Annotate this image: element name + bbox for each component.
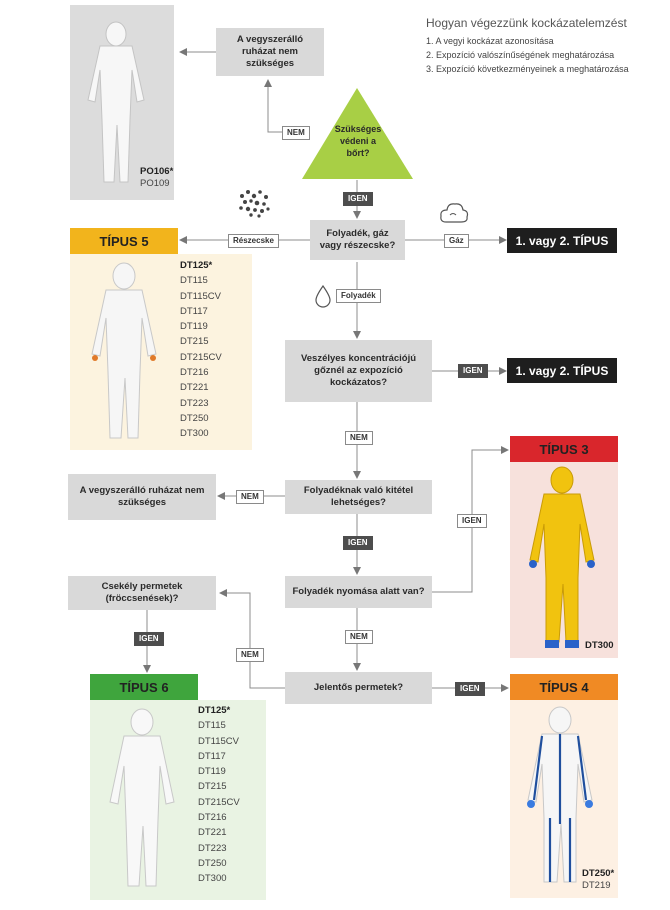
type4-model: DT219 xyxy=(582,880,611,891)
type6-model: DT115 xyxy=(198,720,226,732)
type6-model: DT215CV xyxy=(198,796,240,808)
po-models: PO106* PO109 xyxy=(140,166,173,190)
gas-cloud-icon xyxy=(440,203,469,223)
type6-panel xyxy=(90,700,266,900)
not-needed-top-box: A vegyszerálló ruházat nem szükséges xyxy=(216,28,324,76)
info-step-2: 2. Expozíció valószínűségének meghatároz… xyxy=(426,50,615,60)
label-igen-1: IGEN xyxy=(343,192,373,206)
type5-model: DT250 xyxy=(180,412,209,424)
type5-header: TÍPUS 5 xyxy=(70,228,178,254)
po-model-1: PO106* xyxy=(140,166,174,177)
type5-models: DT125* DT115 DT115CV DT117 DT119 DT215 D… xyxy=(180,258,222,442)
type6-model: DT215 xyxy=(198,781,227,793)
type6-model: DT117 xyxy=(198,750,226,762)
type4-model: DT250* xyxy=(582,868,615,879)
info-title: Hogyan végezzünk kockázatelemzést xyxy=(426,16,627,30)
type4-header: TÍPUS 4 xyxy=(510,674,618,700)
type5-model: DT125* xyxy=(180,260,213,271)
liquid-drop-icon xyxy=(315,284,331,308)
label-nem-hazard: NEM xyxy=(345,431,373,445)
type6-model: DT125* xyxy=(198,705,231,716)
type5-model: DT117 xyxy=(180,305,208,317)
not-needed-mid-box: A vegyszerálló ruházat nem szükséges xyxy=(68,474,216,520)
label-nem-liquid: NEM xyxy=(236,490,264,504)
pressure-box: Folyadék nyomása alatt van? xyxy=(285,576,432,608)
label-igen-small: IGEN xyxy=(134,632,164,646)
type5-model: DT221 xyxy=(180,382,209,394)
type5-model: DT115CV xyxy=(180,290,222,302)
type5-model: DT215CV xyxy=(180,351,222,363)
type6-header: TÍPUS 6 xyxy=(90,674,198,700)
coverall-type4-icon xyxy=(527,706,593,883)
type5-model: DT115 xyxy=(180,275,208,287)
type6-model: DT115CV xyxy=(198,735,240,747)
label-nem-pressure: NEM xyxy=(345,630,373,644)
type6-model: DT223 xyxy=(198,842,227,854)
type6-model: DT221 xyxy=(198,827,227,839)
label-igen-hazard: IGEN xyxy=(458,364,488,378)
small-spray-box: Csekély permetek (fröccsenések)? xyxy=(68,576,216,610)
info-step-1: 1. A vegyi kockázat azonosítása xyxy=(426,36,554,46)
triangle-shape xyxy=(302,88,413,179)
label-particles: Részecske xyxy=(228,234,279,248)
type4-models: DT250* DT219 xyxy=(582,868,614,892)
coverall-white-icon xyxy=(87,21,145,183)
significant-spray-box: Jelentős permetek? xyxy=(285,672,432,704)
type6-model: DT300 xyxy=(198,873,227,885)
type5-model: DT215 xyxy=(180,336,209,348)
label-liquid: Folyadék xyxy=(336,289,381,303)
liquid-exposure-box: Folyadéknak való kitétel lehetséges? xyxy=(285,480,432,514)
info-block: Hogyan végezzünk kockázatelemzést 1. A v… xyxy=(426,16,666,76)
coverall-type5-icon xyxy=(91,262,157,439)
type6-model: DT250 xyxy=(198,857,227,869)
particles-icon xyxy=(239,190,270,218)
coverall-type3-icon xyxy=(529,466,595,648)
po-model-2: PO109 xyxy=(140,178,170,189)
skin-question: Szükséges védeni a bőrt? xyxy=(334,124,382,158)
coverall-type6-icon xyxy=(109,708,175,887)
label-gas: Gáz xyxy=(444,234,469,248)
type3-models: DT300 xyxy=(585,640,614,652)
label-igen-liquid: IGEN xyxy=(343,536,373,550)
state-question-box: Folyadék, gáz vagy részecske? xyxy=(310,220,405,260)
type6-model: DT119 xyxy=(198,766,226,778)
label-nem-spray: NEM xyxy=(236,648,264,662)
result-type12-b: 1. vagy 2. TÍPUS xyxy=(507,358,617,383)
label-nem-top: NEM xyxy=(282,126,310,140)
hazard-question-box: Veszélyes koncentrációjú gőznél az expoz… xyxy=(285,340,432,402)
result-type12-a: 1. vagy 2. TÍPUS xyxy=(507,228,617,253)
type5-model: DT216 xyxy=(180,367,209,379)
type5-model: DT300 xyxy=(180,428,209,440)
type3-header: TÍPUS 3 xyxy=(510,436,618,462)
label-igen-significant: IGEN xyxy=(455,682,485,696)
type5-model: DT223 xyxy=(180,397,209,409)
skin-question-triangle xyxy=(302,88,413,179)
label-igen-pressure: IGEN xyxy=(457,514,487,528)
type3-model: DT300 xyxy=(585,640,614,651)
type6-model: DT216 xyxy=(198,812,227,824)
type6-models: DT125* DT115 DT115CV DT117 DT119 DT215 D… xyxy=(198,703,240,887)
type5-model: DT119 xyxy=(180,321,208,333)
info-step-3: 3. Expozíció következményeinek a meghatá… xyxy=(426,64,629,74)
